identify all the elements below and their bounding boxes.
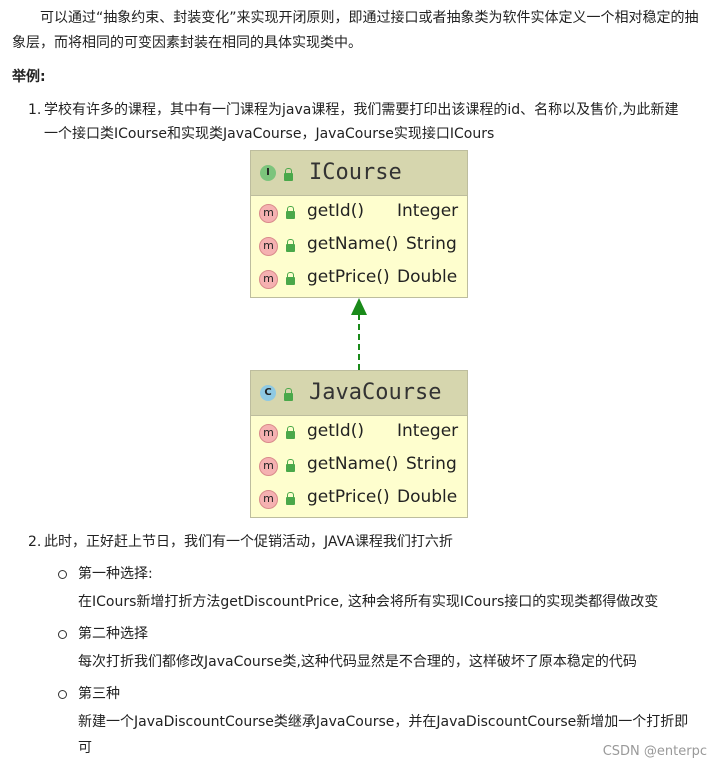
method-name: getPrice() — [307, 267, 390, 287]
method-row: m getPrice() Double — [251, 482, 467, 515]
lock-icon — [286, 272, 295, 285]
bullet-icon — [58, 630, 67, 639]
list-item-number: 2. — [28, 534, 42, 550]
method-name: getPrice() — [307, 487, 390, 507]
method-type: String — [406, 454, 457, 474]
method-icon: m — [259, 424, 278, 443]
lock-icon — [284, 388, 293, 401]
lock-icon — [286, 206, 295, 219]
list-item-2: 2. 此时，正好赶上节日，我们有一个促销活动，JAVA课程我们打六折 — [28, 530, 691, 554]
interface-name: ICourse — [309, 160, 402, 185]
option-title: 第二种选择 — [78, 626, 148, 642]
method-row: m getName() String — [251, 449, 467, 482]
method-name: getId() — [307, 421, 364, 441]
class-icon: C — [260, 385, 276, 401]
method-icon: m — [259, 204, 278, 223]
lock-icon — [286, 459, 295, 472]
method-icon: m — [259, 237, 278, 256]
method-icon: m — [259, 490, 278, 509]
lock-icon — [286, 426, 295, 439]
method-row: m getId() Integer — [251, 196, 467, 229]
bullet-icon — [58, 690, 67, 699]
uml-interface-icourse: I ICourse m getId() Integer m getName() … — [250, 150, 468, 298]
method-row: m getPrice() Double — [251, 262, 467, 295]
uml-class-javacourse: C JavaCourse m getId() Integer m getName… — [250, 370, 468, 518]
method-row: m getId() Integer — [251, 416, 467, 449]
method-type: Double — [397, 487, 458, 507]
option-title: 第一种选择: — [78, 566, 153, 582]
list-item-number: 1. — [28, 102, 42, 118]
uml-class-header: C JavaCourse — [251, 371, 467, 416]
option-desc: 每次打折我们都修改JavaCourse类,这种代码显然是不合理的，这样破坏了原本… — [78, 654, 637, 670]
lock-icon — [286, 239, 295, 252]
method-name: getId() — [307, 201, 364, 221]
method-list: m getId() Integer m getName() String m g… — [251, 196, 467, 296]
lock-icon — [286, 492, 295, 505]
option-desc: 在ICours新增打折方法getDiscountPrice, 这种会将所有实现I… — [78, 594, 659, 610]
list-item-text: 此时，正好赶上节日，我们有一个促销活动，JAVA课程我们打六折 — [44, 534, 453, 550]
method-type: Double — [397, 267, 458, 287]
watermark: CSDN @enterpc — [602, 744, 707, 759]
method-list: m getId() Integer m getName() String m g… — [251, 416, 467, 516]
class-name: JavaCourse — [309, 380, 442, 405]
method-name: getName() — [307, 454, 399, 474]
option-title: 第三种 — [78, 686, 120, 702]
method-icon: m — [259, 270, 278, 289]
list-item-1: 1. 学校有许多的课程，其中有一门课程为java课程，我们需要打印出该课程的id… — [28, 98, 691, 146]
method-name: getName() — [307, 234, 399, 254]
implements-arrow — [351, 298, 367, 372]
option-desc: 新建一个JavaDiscountCourse类继承JavaCourse，并在Ja… — [78, 714, 689, 756]
arrow-head — [351, 298, 367, 315]
bullet-icon — [58, 570, 67, 579]
method-type: Integer — [397, 201, 459, 221]
intro-paragraph: 可以通过“抽象约束、封装变化”来实现开闭原则，即通过接口或者抽象类为软件实体定义… — [12, 10, 699, 51]
method-icon: m — [259, 457, 278, 476]
uml-interface-header: I ICourse — [251, 151, 467, 196]
example-heading: 举例: — [12, 69, 46, 85]
method-row: m getName() String — [251, 229, 467, 262]
method-type: Integer — [397, 421, 459, 441]
method-type: String — [406, 234, 457, 254]
list-item-text: 学校有许多的课程，其中有一门课程为java课程，我们需要打印出该课程的id、名称… — [44, 102, 679, 142]
interface-icon: I — [260, 165, 276, 181]
lock-icon — [284, 168, 293, 181]
